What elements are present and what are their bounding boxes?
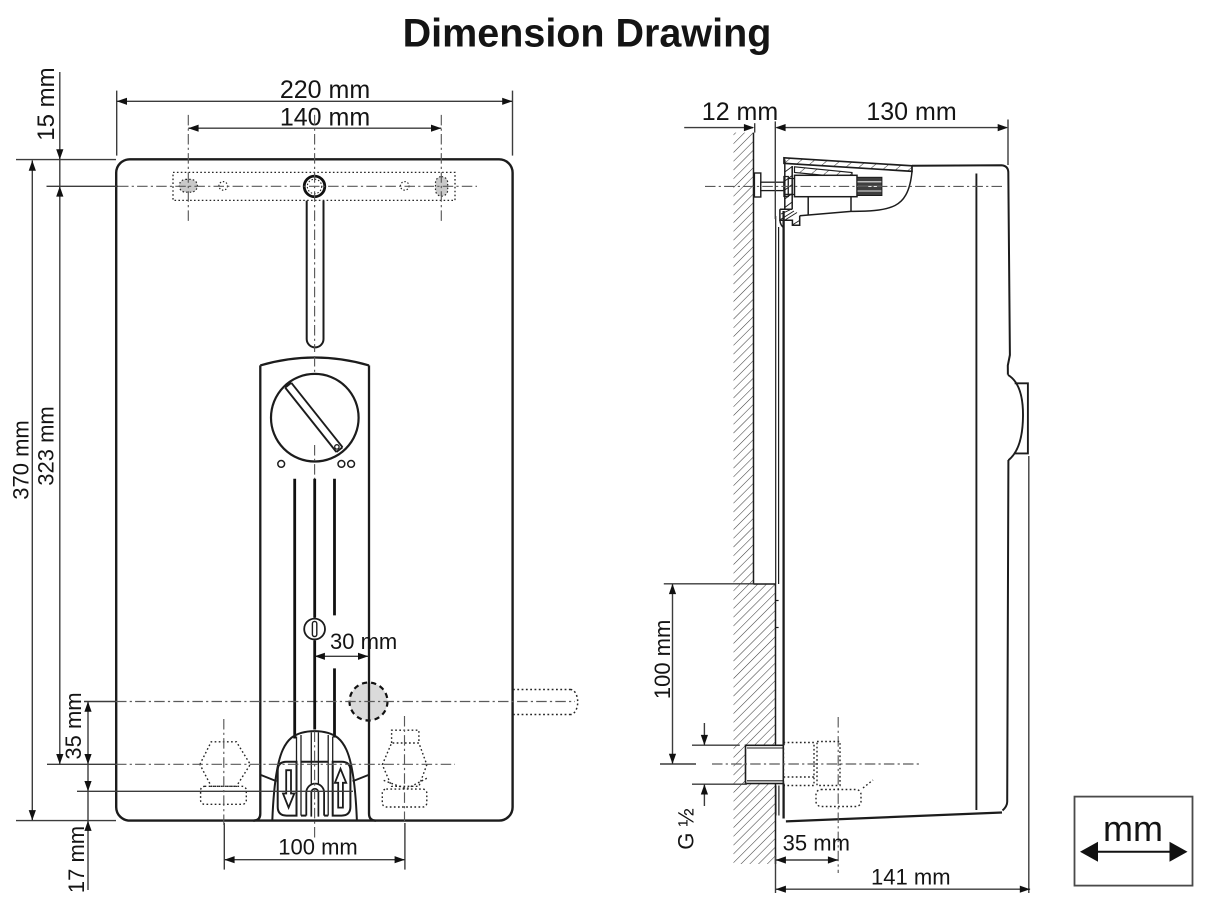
svg-text:140 mm: 140 mm bbox=[280, 104, 370, 132]
svg-text:35 mm: 35 mm bbox=[61, 692, 86, 759]
svg-text:35 mm: 35 mm bbox=[783, 831, 850, 856]
svg-text:370 mm: 370 mm bbox=[9, 420, 34, 499]
svg-text:15 mm: 15 mm bbox=[33, 67, 60, 140]
svg-text:Dimension Drawing: Dimension Drawing bbox=[403, 12, 772, 56]
svg-text:220 mm: 220 mm bbox=[280, 76, 370, 104]
svg-text:130 mm: 130 mm bbox=[866, 98, 956, 126]
svg-text:100 mm: 100 mm bbox=[650, 620, 675, 699]
svg-text:141 mm: 141 mm bbox=[871, 865, 950, 890]
svg-text:323 mm: 323 mm bbox=[34, 406, 59, 485]
svg-text:17 mm: 17 mm bbox=[64, 826, 89, 893]
svg-text:100 mm: 100 mm bbox=[278, 835, 357, 860]
svg-text:12 mm: 12 mm bbox=[702, 98, 778, 126]
svg-text:mm: mm bbox=[1103, 808, 1163, 849]
svg-text:30 mm: 30 mm bbox=[330, 629, 397, 654]
svg-text:G ½: G ½ bbox=[674, 808, 699, 850]
